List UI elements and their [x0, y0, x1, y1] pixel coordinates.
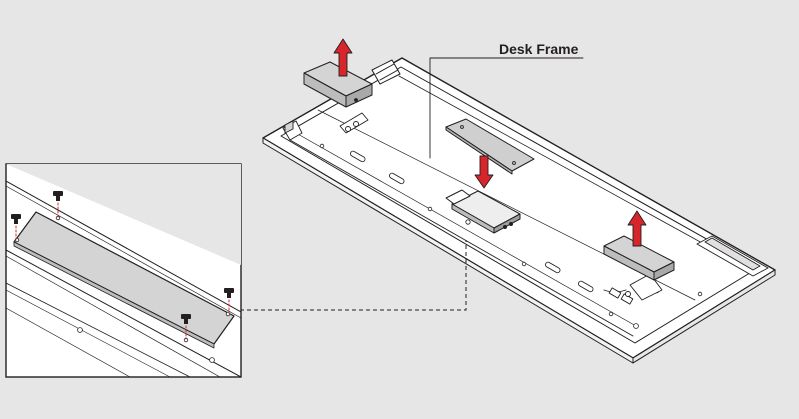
up-arrow-icon	[333, 38, 353, 77]
removal-arrows	[333, 38, 647, 247]
back-rail	[398, 75, 754, 272]
cable-connectors	[603, 287, 634, 305]
control-box	[445, 189, 521, 234]
detail-leader-line	[240, 240, 467, 311]
detail-screws	[11, 191, 234, 340]
desk-frame	[262, 57, 776, 364]
detail-inset	[5, 163, 242, 378]
desk-frame-label: Desk Frame	[499, 41, 579, 57]
rail-slots	[350, 150, 594, 293]
screw-icon	[224, 288, 234, 314]
down-arrow-icon	[474, 155, 494, 189]
desk-frame-side-face	[632, 269, 776, 364]
label-leader-line	[429, 57, 584, 159]
up-arrow-icon	[627, 210, 647, 247]
screw-icon	[53, 191, 63, 218]
screw-icon	[11, 214, 21, 241]
front-rail	[289, 139, 634, 337]
motor-housing	[371, 59, 401, 85]
screw-icon	[181, 314, 191, 340]
installed-plate	[445, 118, 535, 175]
desk-frame-inner-edge	[280, 66, 759, 344]
lifted-cover-left	[303, 61, 373, 108]
left-end-bracket	[282, 112, 369, 141]
lifted-cover-right	[603, 235, 675, 281]
